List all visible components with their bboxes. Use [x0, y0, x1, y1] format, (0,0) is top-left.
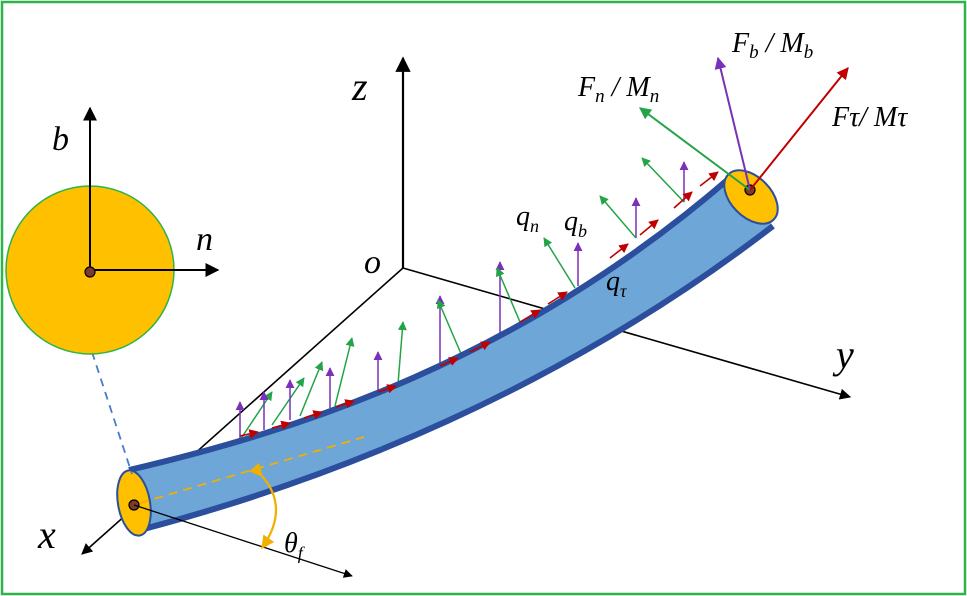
y-axis	[402, 267, 852, 400]
rod-body	[129, 176, 773, 530]
fb-mb-label: Fb / Mb	[731, 28, 813, 63]
tangential-load-arrows	[239, 171, 719, 439]
section-link-dashed	[82, 339, 133, 475]
fn-mn-label: Fn / Mn	[577, 72, 659, 107]
origin-label: o	[364, 244, 381, 281]
projection-line	[133, 504, 353, 578]
theta-label: θf	[284, 528, 306, 563]
fn-arrow	[639, 107, 751, 191]
qb-label: qb	[564, 206, 587, 241]
n-label: n	[196, 221, 213, 258]
angle-arc	[249, 462, 278, 550]
ft-arrow	[749, 67, 849, 191]
z-label: z	[351, 64, 368, 109]
x-label: x	[37, 512, 56, 557]
y-label: y	[832, 332, 854, 377]
b-label: b	[52, 121, 69, 158]
qt-label: qτ	[606, 266, 627, 301]
qn-label: qn	[516, 201, 539, 236]
ft-mt-label: Fτ/ Mτ	[831, 102, 908, 133]
rod-top-edge	[128, 173, 734, 473]
section-center-dot	[84, 266, 96, 278]
fb-arrow	[714, 56, 751, 191]
rod-bottom-edge	[139, 223, 775, 533]
centerline-dashed	[139, 436, 365, 504]
distributed-load-arrows	[235, 157, 689, 441]
cross-section	[5, 106, 220, 355]
